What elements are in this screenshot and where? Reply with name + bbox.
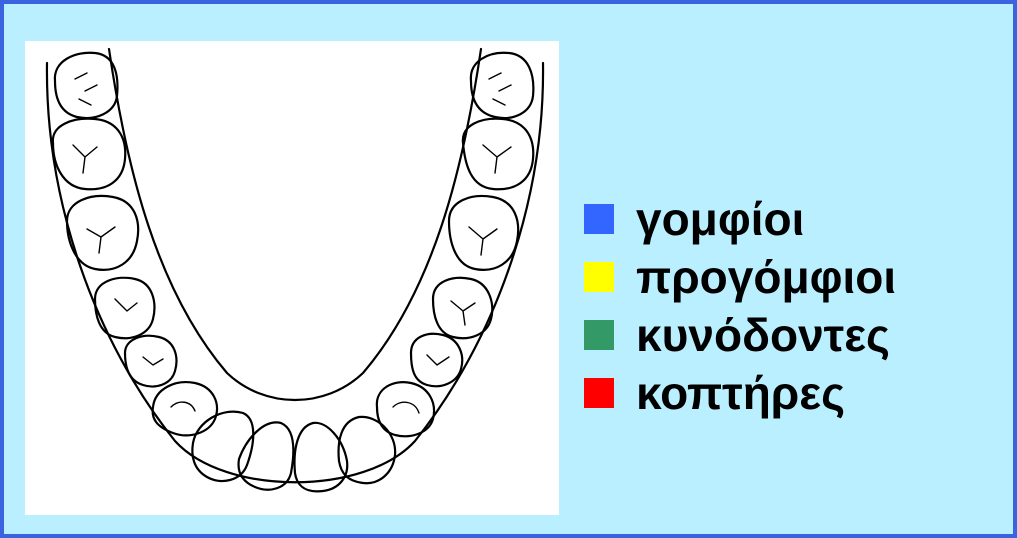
tooth-left-molar-1	[67, 196, 138, 270]
left-molars	[53, 53, 138, 270]
legend-label-canines: κυνόδοντες	[636, 312, 890, 358]
legend-label-molars: γομφίοι	[636, 196, 804, 242]
legend-item-canines: κυνόδοντες	[584, 306, 1004, 364]
legend-item-premolars: προγόμφιοι	[584, 248, 1004, 306]
tooth-left-premolar-1	[125, 336, 176, 387]
right-molars	[449, 53, 533, 270]
tooth-right-premolar-1	[411, 334, 462, 386]
dental-arch-drawing	[25, 41, 559, 515]
legend-item-molars: γομφίοι	[584, 190, 1004, 248]
tooth-left-molar-3	[55, 53, 118, 118]
tooth-right-molar-2	[463, 119, 533, 190]
tooth-right-molar-1	[449, 196, 518, 270]
legend-swatch-green	[584, 320, 614, 350]
legend-label-premolars: προγόμφιοι	[636, 254, 896, 300]
right-premolars	[411, 278, 492, 386]
legend-item-incisors: κοπτήρες	[584, 364, 1004, 422]
incisors	[192, 412, 395, 492]
legend-swatch-blue	[584, 204, 614, 234]
tooth-right-molar-3	[471, 53, 534, 118]
gum-inner-outline	[109, 49, 481, 400]
tooth-type-legend: γομφίοι προγόμφιοι κυνόδοντες κοπτήρες	[584, 190, 1004, 422]
legend-swatch-yellow	[584, 262, 614, 292]
tooth-left-canine	[153, 382, 217, 435]
left-premolars	[95, 278, 176, 387]
lower-dental-arch-diagram	[25, 41, 559, 515]
legend-label-incisors: κοπτήρες	[636, 370, 845, 416]
legend-swatch-red	[584, 378, 614, 408]
